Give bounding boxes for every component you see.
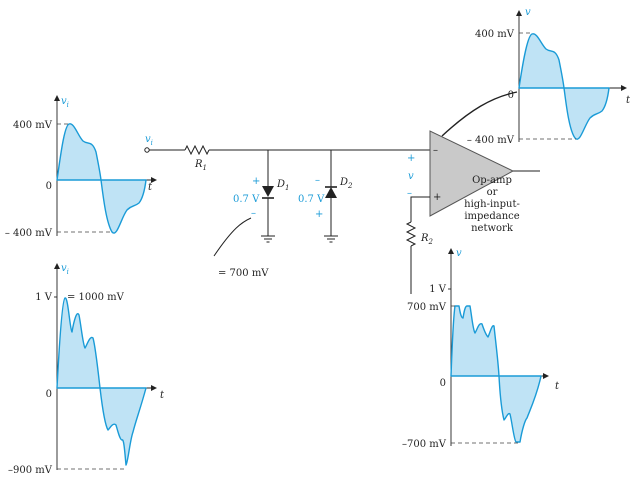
- output-waveform-2: [450, 305, 542, 443]
- d2-label: D2: [339, 177, 353, 190]
- zero-tick: 0: [440, 378, 446, 389]
- d2-plus: +: [315, 209, 323, 220]
- neg-peak-tick: – 400 mV: [5, 228, 53, 239]
- x-axis-label: t: [148, 182, 153, 193]
- x-axis-label: t: [555, 381, 560, 392]
- d2-voltage: 0.7 V: [298, 194, 325, 205]
- d1-label: D1: [276, 179, 290, 192]
- y-axis-arrow: [54, 95, 60, 101]
- y-axis-arrow: [448, 248, 454, 254]
- circuit: vi R1 D1 + 0.7 V – = 700 mV D2 – 0.7 V +…: [144, 91, 540, 294]
- zero-tick: 0: [46, 181, 52, 192]
- output-waveform: [518, 33, 610, 140]
- opamp-line-5: network: [471, 223, 514, 234]
- r1-label: R1: [194, 159, 207, 172]
- x-axis-arrow: [621, 85, 627, 91]
- y-axis-label: v: [456, 248, 462, 259]
- neg-peak-tick: – 400 mV: [467, 135, 515, 146]
- r2-label: R2: [420, 233, 434, 246]
- output-waveform-graph-2: v t 1 V 700 mV 0 –700 mV: [402, 248, 560, 450]
- zero-tick: 0: [508, 90, 514, 101]
- input-waveform-graph: vi t 400 mV 0 – 400 mV: [5, 95, 157, 239]
- x-axis-label: t: [160, 390, 165, 401]
- r2-wire-top: [410, 196, 430, 222]
- y-axis-label: v: [525, 7, 531, 18]
- input-waveform: [56, 123, 147, 234]
- opamp-line-3: high-input-: [464, 199, 520, 210]
- diode-note: = 700 mV: [218, 268, 269, 279]
- resistor-r1: [184, 144, 210, 156]
- input-terminal: [144, 147, 150, 153]
- top-tick: 1 V: [429, 284, 447, 295]
- input-waveform-graph-2: vi t 1 V = 1000 mV 0 –900 mV: [8, 263, 165, 476]
- diode-note-leader: [213, 217, 252, 257]
- opamp-line-2: or: [487, 187, 498, 198]
- opamp-line-4: impedance: [464, 211, 519, 222]
- y-axis-arrow: [516, 10, 522, 16]
- zero-tick: 0: [46, 389, 52, 400]
- opamp-plus: +: [433, 192, 441, 203]
- opamp-minus: –: [433, 145, 438, 156]
- neg-peak-tick: –700 mV: [402, 439, 447, 450]
- d1-voltage: 0.7 V: [233, 194, 260, 205]
- y-axis-label: vi: [61, 263, 69, 276]
- y-axis-label: vi: [61, 96, 69, 109]
- v-label: v: [408, 171, 414, 182]
- diode-d1-triangle: [262, 186, 274, 197]
- output-leader-curve: [441, 91, 518, 137]
- x-axis-arrow: [543, 373, 549, 379]
- d1-plus: +: [252, 176, 260, 187]
- v-plus: +: [407, 153, 415, 164]
- resistor-r2: [405, 221, 417, 247]
- input-waveform-2: [56, 297, 147, 466]
- d1-minus: –: [251, 208, 256, 219]
- x-axis-label: t: [626, 95, 631, 106]
- x-axis-arrow: [151, 177, 157, 183]
- peak-label: = 1000 mV: [67, 292, 125, 303]
- neg-peak-tick: –900 mV: [8, 465, 53, 476]
- pos-peak-tick: 400 mV: [475, 29, 515, 40]
- output-waveform-graph: v t 400 mV 0 – 400 mV: [467, 7, 631, 146]
- opamp-triangle: [429, 130, 515, 217]
- pos-peak-tick: 700 mV: [407, 302, 447, 313]
- y-axis-arrow: [54, 263, 60, 269]
- pos-peak-tick: 400 mV: [13, 120, 53, 131]
- opamp-line-1: Op-amp: [472, 175, 512, 186]
- d2-minus: –: [315, 175, 320, 186]
- input-label: vi: [145, 134, 153, 147]
- v-minus: –: [407, 188, 412, 199]
- x-axis-arrow: [151, 385, 157, 391]
- diode-d2-triangle: [325, 187, 337, 198]
- top-tick: 1 V: [35, 292, 53, 303]
